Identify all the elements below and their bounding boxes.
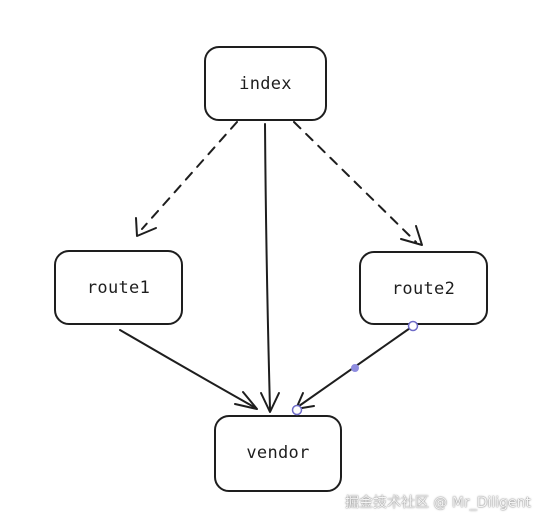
node-route1-label: route1 bbox=[87, 278, 150, 298]
node-vendor[interactable]: vendor bbox=[214, 415, 342, 492]
edge-start-handle[interactable] bbox=[407, 320, 419, 332]
edge-index-vendor[interactable] bbox=[260, 123, 280, 413]
node-route2-label: route2 bbox=[392, 279, 455, 299]
edge-route1-vendor[interactable] bbox=[119, 329, 258, 410]
node-route1[interactable]: route1 bbox=[54, 250, 183, 325]
edge-index-route2-dashed[interactable] bbox=[293, 121, 423, 246]
node-route2[interactable]: route2 bbox=[359, 251, 488, 325]
edge-route2-vendor-selected[interactable] bbox=[291, 320, 419, 416]
edge-midpoint-handle[interactable] bbox=[351, 364, 359, 372]
node-index[interactable]: index bbox=[204, 46, 327, 121]
node-vendor-label: vendor bbox=[246, 443, 309, 463]
watermark-text: 掘金技术社区 @ Mr_Diligent bbox=[344, 495, 531, 511]
node-index-label: index bbox=[239, 74, 292, 94]
edge-index-route1-dashed[interactable] bbox=[135, 121, 238, 237]
edge-end-handle[interactable] bbox=[291, 404, 303, 416]
